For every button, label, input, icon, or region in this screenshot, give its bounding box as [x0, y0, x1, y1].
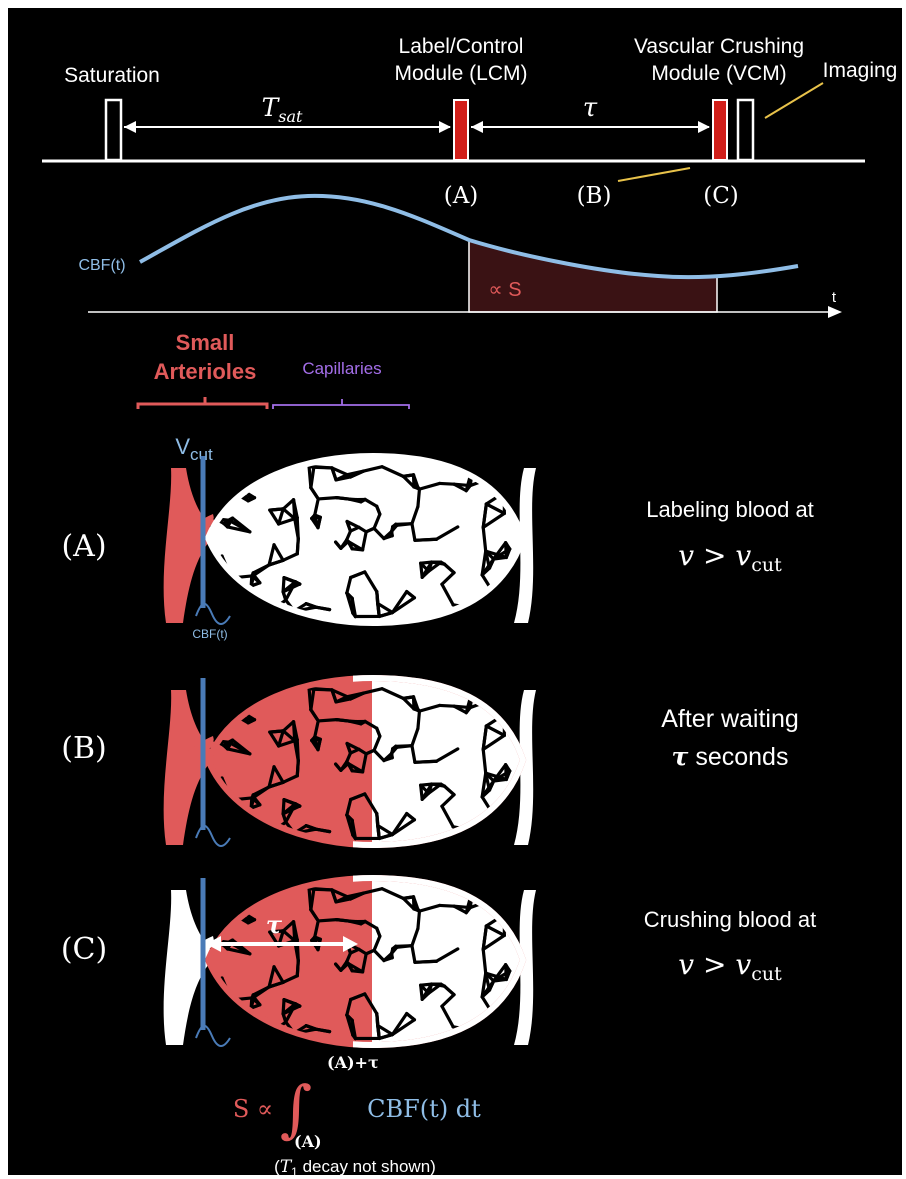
capillary-bed-outline-right	[353, 674, 527, 849]
tsat-arrow-head-left	[124, 121, 136, 133]
vcm-pulse	[712, 99, 728, 161]
tau-arrow-head-left	[471, 121, 483, 133]
cbf-curve-label: CBF(t)	[78, 257, 125, 274]
tau-label: τ	[583, 93, 598, 123]
cbf-curve	[139, 193, 799, 280]
vessel-legend: Small Arterioles Capillaries Vcut	[136, 330, 410, 464]
tau-flow-label: τ	[266, 910, 283, 939]
formula-integral: ∫	[280, 1072, 312, 1145]
lcm-label-line1: Label/Control	[399, 35, 524, 58]
venule-trunk	[514, 890, 536, 1045]
marker-c: (C)	[703, 183, 739, 209]
row-c-desc-line2: v > vcut	[678, 948, 782, 985]
cbf-wave-icon	[195, 602, 231, 625]
pulse-sequence: Saturation Tsat Label/Control Module (LC…	[42, 35, 897, 209]
formula-upper-limit: (A)+τ	[327, 1053, 379, 1072]
time-axis-label: t	[832, 289, 837, 306]
row-a-desc-line1: Labeling blood at	[646, 497, 814, 522]
formula-lhs: S ∝	[233, 1095, 273, 1123]
tau-arrow-head-right	[698, 121, 710, 133]
arteriole-branch	[178, 514, 215, 553]
row-b-desc-line1: After waiting	[661, 705, 799, 733]
vessel-bed-a	[163, 452, 536, 627]
tsat-label: Tsat	[262, 93, 303, 126]
vessel-bed-c	[163, 874, 536, 1049]
tsat-arrow-head-right	[439, 121, 451, 133]
arterioles-brace	[136, 397, 269, 409]
vcut-label: Vcut	[175, 434, 213, 464]
arteriole-branch	[178, 736, 215, 775]
vcm-label-line2: Module (VCM)	[651, 62, 786, 85]
tau-flow-arrow-head-right	[343, 936, 358, 952]
cbf-wave-icon	[195, 824, 231, 847]
row-a: (A) Labeling blood at v > vcut	[61, 497, 813, 576]
arterioles-label-line1: Small	[176, 330, 235, 355]
cbf-wave-icon	[195, 1024, 231, 1047]
lcm-pulse	[453, 99, 469, 161]
diagram-canvas: Saturation Tsat Label/Control Module (LC…	[8, 8, 902, 1175]
row-a-letter: (A)	[61, 529, 106, 564]
row-b-letter: (B)	[61, 731, 106, 766]
formula-integrand: CBF(t) dt	[367, 1095, 481, 1123]
lcm-label-line2: Module (LCM)	[394, 62, 527, 85]
vessel-bed-b	[163, 674, 536, 849]
capillary-bed-outline	[204, 452, 527, 627]
diagram-svg: Saturation Tsat Label/Control Module (LC…	[42, 35, 897, 1175]
row-a-desc-line2: v > vcut	[678, 539, 782, 576]
row-b-desc-line2: τ seconds	[672, 742, 789, 771]
vcm-label-line1: Vascular Crushing	[634, 35, 804, 58]
formula-note: (T1 decay not shown)	[274, 1157, 436, 1175]
capillaries-brace	[272, 399, 410, 409]
venule-trunk	[514, 690, 536, 845]
saturation-pulse	[104, 98, 123, 162]
marker-b: (B)	[577, 183, 612, 209]
saturation-label: Saturation	[64, 64, 160, 87]
row-b: (B) After waiting τ seconds	[61, 705, 799, 771]
arterioles-label-line2: Arterioles	[154, 359, 257, 384]
capillaries-label: Capillaries	[302, 359, 381, 378]
tau-flow-arrow-head-left	[206, 936, 221, 952]
area-label: ∝ S	[488, 279, 521, 301]
signal-formula: S ∝ ∫ (A)+τ (A) CBF(t) dt (T1 decay not …	[233, 1053, 481, 1175]
b-callout-line	[617, 167, 691, 182]
time-axis-arrow	[828, 306, 842, 318]
imaging-label: Imaging	[823, 59, 898, 82]
arteriole-branch	[178, 936, 215, 975]
marker-a: (A)	[444, 183, 479, 209]
row-c: (C) Crushing blood at v > vcut τ	[61, 907, 816, 985]
imaging-pulse	[736, 98, 755, 162]
row-c-letter: (C)	[61, 932, 107, 967]
imaging-callout-line	[764, 82, 824, 119]
capillary-bed-outline-right	[353, 874, 527, 1049]
venule-trunk	[514, 468, 536, 623]
formula-lower-limit: (A)	[294, 1132, 322, 1151]
cbf-plot: CBF(t) ∝ S t	[78, 193, 842, 318]
small-cbf-label: CBF(t)	[192, 627, 227, 641]
row-c-desc-line1: Crushing blood at	[644, 907, 816, 932]
